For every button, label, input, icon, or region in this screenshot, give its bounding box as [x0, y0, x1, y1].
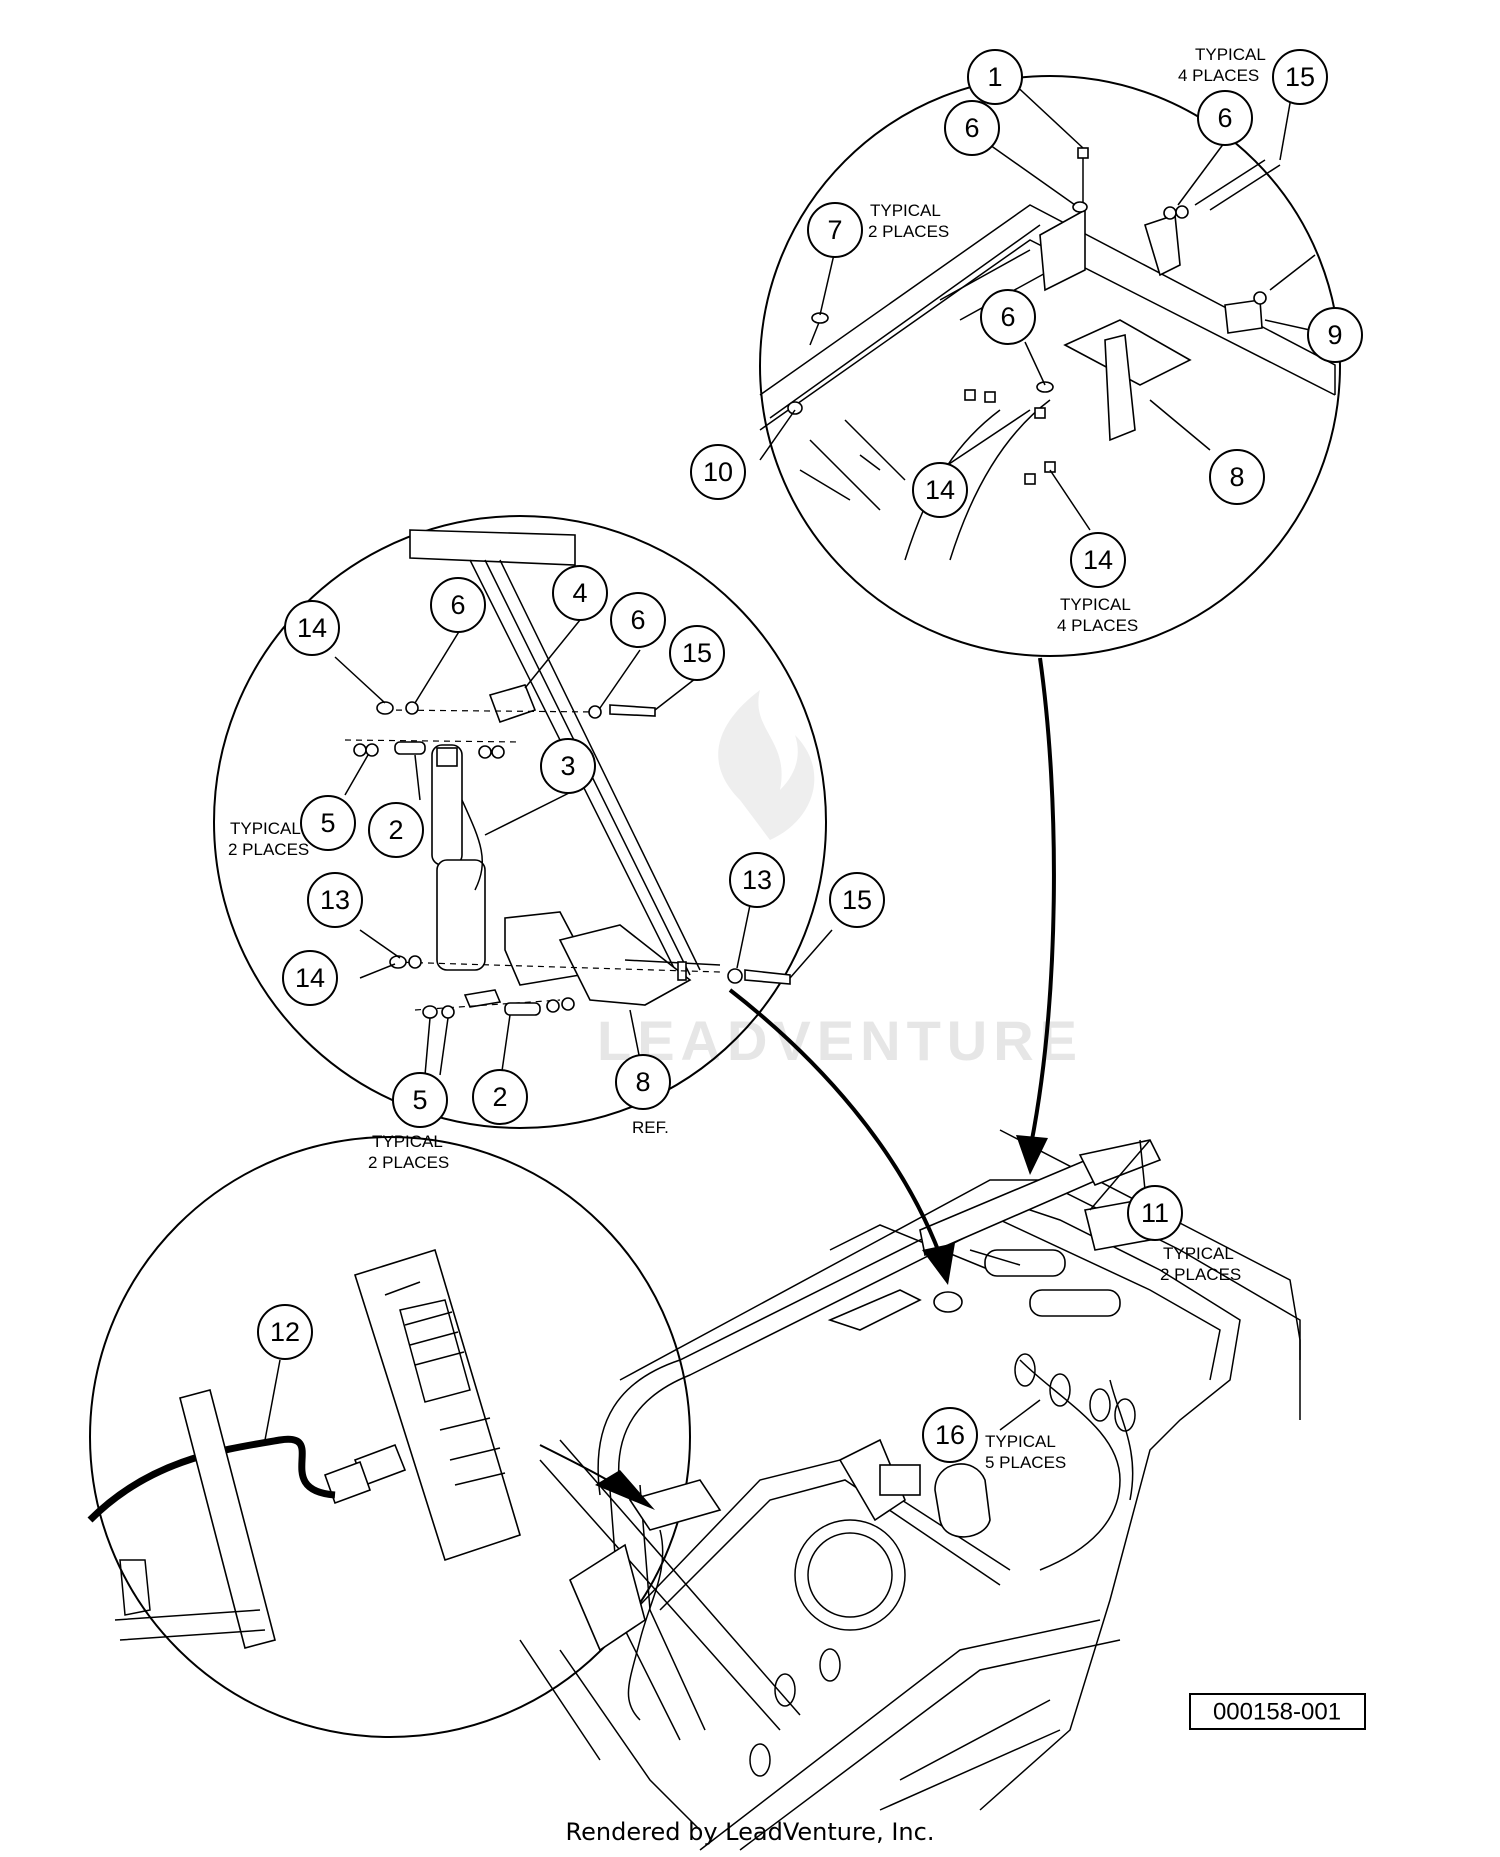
- callout-1: 1: [967, 49, 1023, 105]
- callout-2: 2: [368, 802, 424, 858]
- callout-4: 4: [552, 565, 608, 621]
- svg-text:4: 4: [572, 578, 587, 608]
- svg-text:8: 8: [635, 1067, 650, 1097]
- callout-6: 6: [610, 592, 666, 648]
- callout-2: 2: [472, 1069, 528, 1125]
- notes: TYPICAL 4 PLACES TYPICAL 2 PLACES TYPICA…: [228, 45, 1266, 1472]
- svg-text:5: 5: [412, 1085, 427, 1115]
- svg-text:6: 6: [1217, 103, 1232, 133]
- svg-text:6: 6: [630, 605, 645, 635]
- svg-text:5: 5: [320, 808, 335, 838]
- note-typical: TYPICAL: [372, 1132, 443, 1151]
- svg-text:14: 14: [925, 475, 955, 505]
- svg-text:2: 2: [492, 1082, 507, 1112]
- detail-view-actuator: [213, 515, 833, 1129]
- credit-line: Rendered by LeadVenture, Inc.: [566, 1818, 935, 1846]
- svg-text:10: 10: [703, 457, 733, 487]
- callout-14: 14: [1070, 532, 1126, 588]
- callout-14: 14: [912, 462, 968, 518]
- note-places: 2 PLACES: [868, 222, 949, 241]
- svg-text:14: 14: [297, 613, 327, 643]
- callout-12: 12: [257, 1304, 313, 1360]
- callout-14: 14: [284, 600, 340, 656]
- callout-7: 7: [807, 202, 863, 258]
- svg-text:15: 15: [682, 638, 712, 668]
- note-places: 2 PLACES: [1160, 1265, 1241, 1284]
- indicator-arrows: [539, 657, 1056, 1510]
- note-typical: TYPICAL: [230, 819, 301, 838]
- detail-view-bracket-mount: [759, 75, 1341, 657]
- callout-5: 5: [392, 1072, 448, 1128]
- note-typical: TYPICAL: [1163, 1244, 1234, 1263]
- callout-6: 6: [430, 577, 486, 633]
- note-places: 4 PLACES: [1178, 66, 1259, 85]
- svg-text:14: 14: [295, 963, 325, 993]
- note-typical: TYPICAL: [1195, 45, 1266, 64]
- callout-14: 14: [282, 950, 338, 1006]
- callout-6: 6: [980, 289, 1036, 345]
- note-places: 4 PLACES: [1057, 616, 1138, 635]
- callout-8: 8: [1209, 449, 1265, 505]
- svg-text:8: 8: [1229, 462, 1244, 492]
- svg-text:1: 1: [987, 62, 1002, 92]
- note-places: 5 PLACES: [985, 1453, 1066, 1472]
- detail-view-switch-harness: [87, 1136, 691, 1738]
- callout-11: 11: [1127, 1185, 1183, 1241]
- note-places: 2 PLACES: [228, 840, 309, 859]
- watermark: LEADVENTURE: [597, 690, 1083, 1072]
- callout-8: 8: [615, 1054, 671, 1110]
- note-typical: TYPICAL: [870, 201, 941, 220]
- callouts: 1 6 6 15 7 6 9 10 14 8 14 14 6 4 6 15 3 …: [257, 49, 1363, 1463]
- svg-text:15: 15: [842, 885, 872, 915]
- svg-text:16: 16: [935, 1420, 965, 1450]
- svg-text:3: 3: [560, 751, 575, 781]
- svg-text:2: 2: [388, 815, 403, 845]
- svg-text:13: 13: [742, 865, 772, 895]
- callout-13: 13: [729, 852, 785, 908]
- callout-6: 6: [1197, 90, 1253, 146]
- svg-text:6: 6: [450, 590, 465, 620]
- callout-15: 15: [669, 625, 725, 681]
- note-ref: REF.: [632, 1118, 669, 1137]
- svg-text:6: 6: [1000, 302, 1015, 332]
- callout-16: 16: [922, 1407, 978, 1463]
- watermark-text: LEADVENTURE: [597, 1009, 1083, 1072]
- callout-6: 6: [944, 100, 1000, 156]
- callout-10: 10: [690, 444, 746, 500]
- svg-text:11: 11: [1141, 1198, 1169, 1228]
- callout-9: 9: [1307, 307, 1363, 363]
- svg-text:7: 7: [827, 215, 842, 245]
- svg-text:13: 13: [320, 885, 350, 915]
- callout-13: 13: [307, 872, 363, 928]
- callout-3: 3: [540, 738, 596, 794]
- callout-15: 15: [829, 872, 885, 928]
- callout-15: 15: [1272, 49, 1328, 105]
- callout-5: 5: [300, 795, 356, 851]
- svg-text:12: 12: [270, 1317, 300, 1347]
- note-places: 2 PLACES: [368, 1153, 449, 1172]
- document-number: 000158-001: [1213, 1699, 1341, 1726]
- document-number-box: 000158-001: [1189, 1693, 1366, 1730]
- note-typical: TYPICAL: [1060, 595, 1131, 614]
- svg-text:14: 14: [1083, 545, 1113, 575]
- note-typical: TYPICAL: [985, 1432, 1056, 1451]
- svg-text:15: 15: [1285, 62, 1315, 92]
- svg-text:6: 6: [964, 113, 979, 143]
- svg-text:9: 9: [1327, 320, 1342, 350]
